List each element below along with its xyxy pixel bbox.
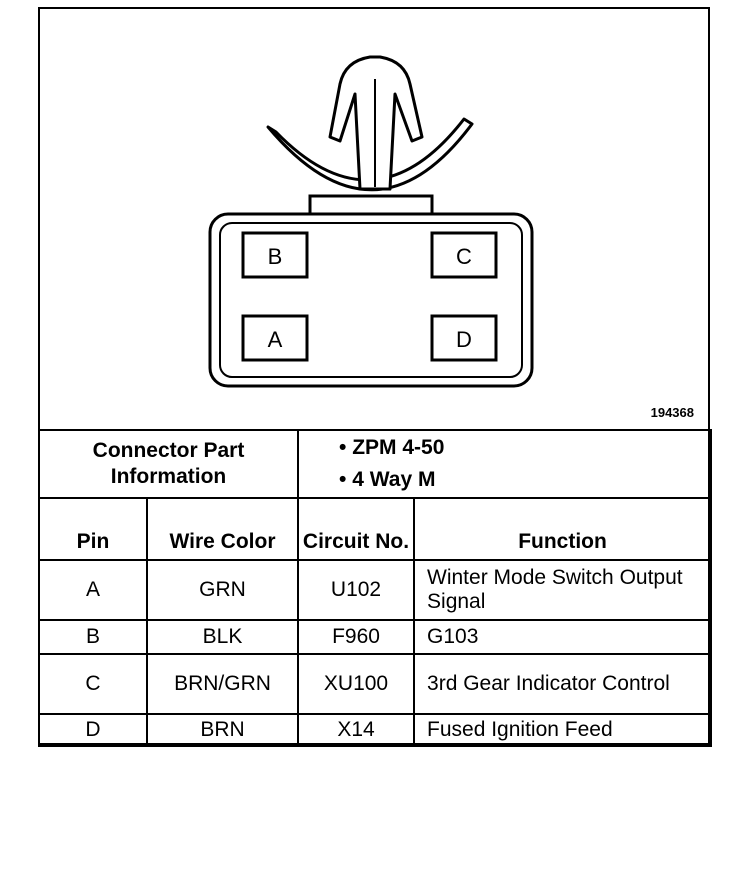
circuit-cell: X14: [297, 713, 416, 747]
part-info-item: ZPM 4-50: [339, 432, 710, 464]
header-wire-color: Wire Color: [145, 497, 300, 561]
pin-label: C: [456, 244, 472, 269]
figure-id: 194368: [650, 405, 694, 420]
wire-color-cell: BRN/GRN: [145, 653, 300, 715]
table-row: A GRN U102 Winter Mode Switch Output Sig…: [38, 559, 713, 621]
pin-label: A: [268, 327, 283, 352]
function-cell: Winter Mode Switch Output Signal: [413, 559, 713, 621]
connector-diagram: B C A D: [208, 55, 534, 388]
table-header-row: Pin Wire Color Circuit No. Function: [38, 497, 713, 561]
connector-body-inner: [219, 222, 523, 378]
table-row: B BLK F960 G103: [38, 619, 713, 655]
connector-part-info-list: ZPM 4-50 4 Way M: [297, 429, 713, 499]
header-function: Function: [413, 497, 713, 561]
table-row: D BRN X14 Fused Ignition Feed: [38, 713, 713, 747]
table-row: C BRN/GRN XU100 3rd Gear Indicator Contr…: [38, 653, 713, 715]
wire-color-cell: BRN: [145, 713, 300, 747]
pin-cavity-d: D: [430, 314, 498, 362]
circuit-cell: U102: [297, 559, 416, 621]
connector-part-info-row: Connector Part Information ZPM 4-50 4 Wa…: [37, 429, 713, 499]
part-info-item: 4 Way M: [339, 464, 710, 496]
pin-label: D: [456, 327, 472, 352]
pin-label: B: [268, 244, 283, 269]
circuit-cell: XU100: [297, 653, 416, 715]
header-pin: Pin: [38, 497, 148, 561]
clip-arc: [266, 117, 474, 192]
pin-cell: B: [38, 619, 148, 655]
circuit-cell: F960: [297, 619, 416, 655]
connector-part-info-header: Connector Part Information: [37, 429, 300, 499]
wire-color-cell: GRN: [145, 559, 300, 621]
function-cell: G103: [413, 619, 713, 655]
pin-cavity-a: A: [241, 314, 309, 362]
pin-cell: A: [38, 559, 148, 621]
pin-cavity-c: C: [430, 231, 498, 279]
function-cell: Fused Ignition Feed: [413, 713, 713, 747]
pin-cavity-b: B: [241, 231, 309, 279]
function-cell: 3rd Gear Indicator Control: [413, 653, 713, 715]
header-circuit-no: Circuit No.: [297, 497, 416, 561]
wire-color-cell: BLK: [145, 619, 300, 655]
pin-cell: D: [38, 713, 148, 747]
connector-sheet: B C A D 194368 Connector Part Informatio…: [37, 7, 713, 747]
pin-cell: C: [38, 653, 148, 715]
connector-table: Connector Part Information ZPM 4-50 4 Wa…: [37, 429, 713, 747]
